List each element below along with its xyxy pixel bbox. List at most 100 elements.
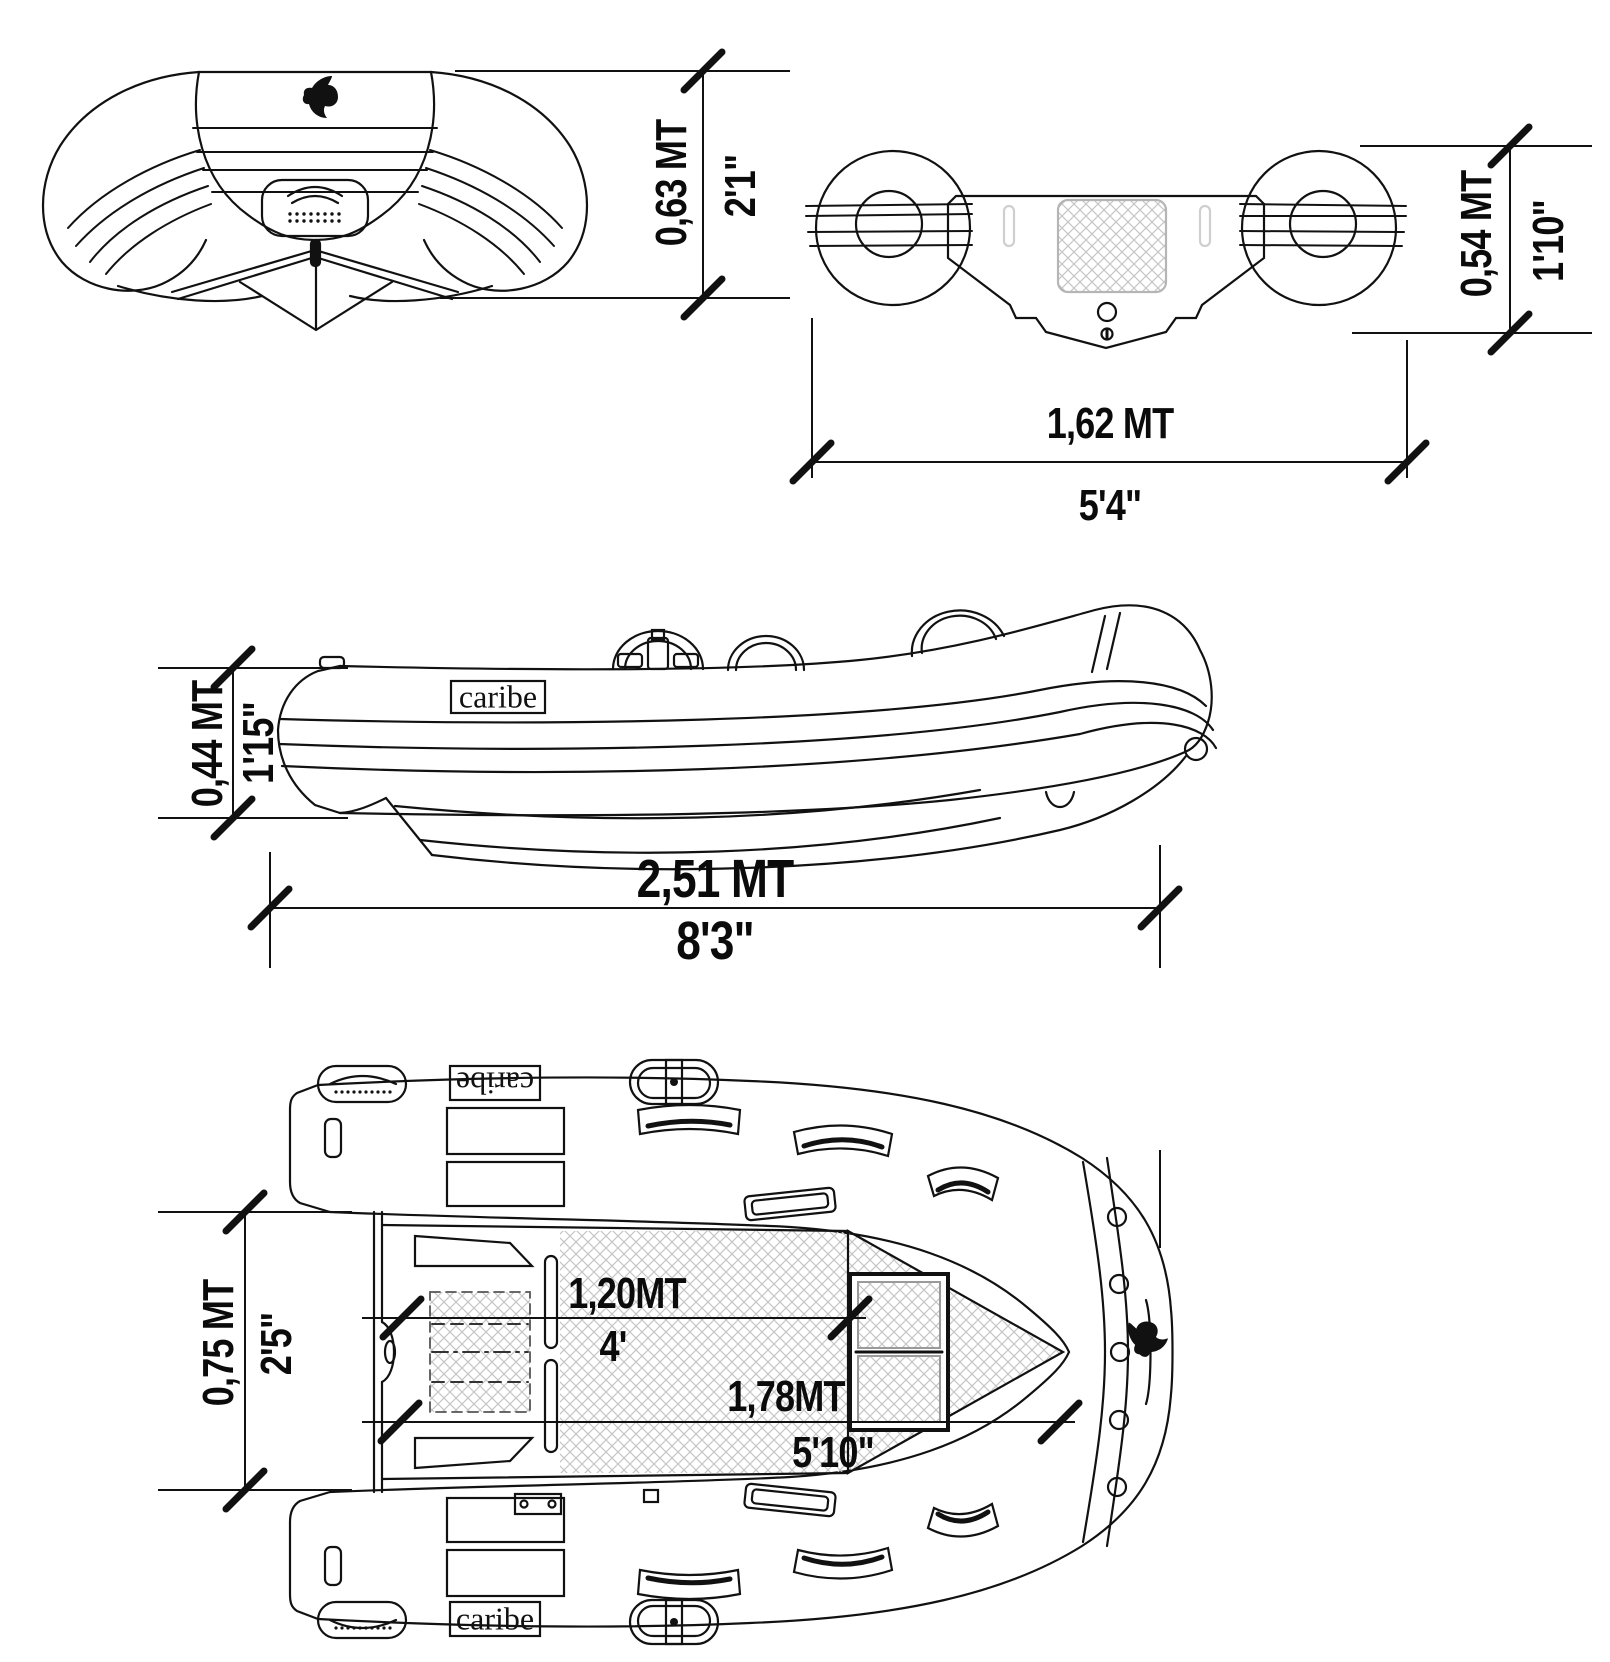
stern-end-lower xyxy=(288,1490,332,1621)
grab-handles-lower xyxy=(636,1502,1000,1601)
inner-handle-lower xyxy=(743,1482,837,1518)
brand-logo-box-lower xyxy=(448,1600,542,1638)
dim-beam-lines xyxy=(793,318,1426,481)
dim-transom-height-metric: 0,54 MT xyxy=(1452,170,1501,298)
clamp-pad xyxy=(383,1339,397,1365)
tube-patch-lower-1 xyxy=(445,1548,566,1598)
dim-inside-length-metric: 1,78MT xyxy=(727,1372,845,1421)
oarlock-upper xyxy=(628,1058,720,1106)
dim-tube-height-front-imperial: 2'1" xyxy=(716,154,765,218)
motor-clamp-cutout xyxy=(380,1320,395,1384)
spray-rail-1 xyxy=(393,788,982,820)
oarlock-lower xyxy=(628,1598,720,1646)
stern-handle-upper xyxy=(316,1064,408,1104)
brand-logo-box xyxy=(449,679,547,715)
towing-eye xyxy=(1183,736,1209,762)
stern-slot-upper xyxy=(323,1117,343,1159)
right-strake-stripes xyxy=(1239,203,1407,247)
dim-transom-height-lines xyxy=(1352,127,1592,352)
screw-plate xyxy=(513,1492,563,1516)
right-tube xyxy=(422,70,589,292)
dim-tube-height-front-metric: 0,63 MT xyxy=(647,119,696,247)
left-tube-end xyxy=(814,149,972,307)
tube-bottom-edge xyxy=(338,750,1187,817)
dim-inside-beam-metric: 0,75 MT xyxy=(194,1279,243,1407)
dim-inside-beam-lines xyxy=(158,1193,352,1509)
right-tube-stripes xyxy=(418,149,563,275)
grab-handles-upper xyxy=(636,1103,1000,1202)
tube-patch-upper-1 xyxy=(445,1106,566,1156)
dim-transom-height-imperial: 1'10" xyxy=(1524,200,1573,282)
dim-floor-length-imperial: 4' xyxy=(599,1322,627,1371)
bow-cap-inner-arc xyxy=(1144,1298,1152,1406)
dim-overall-length-lines xyxy=(251,845,1179,1248)
left-tube-end-inner xyxy=(854,189,924,259)
right-tube-end-inner xyxy=(1288,189,1358,259)
dim-tube-height-side-imperial: 1'15" xyxy=(234,702,283,784)
dim-beam-imperial: 5'4" xyxy=(1078,481,1142,530)
left-tube-stripes xyxy=(67,149,212,275)
bow-locker-frame xyxy=(848,1272,950,1432)
deck-floor xyxy=(560,1231,848,1473)
inner-handle-upper xyxy=(743,1186,837,1222)
bow-plate-dots xyxy=(288,212,341,223)
bow-handle-plate xyxy=(260,178,370,238)
rub-strake-1 xyxy=(278,680,1208,724)
dim-overall-length-imperial: 8'3" xyxy=(676,911,754,971)
right-tube-end xyxy=(1240,149,1398,307)
dim-tube-height-side-metric: 0,44 MT xyxy=(183,680,232,808)
transom-plate xyxy=(429,1291,531,1413)
tube-dome xyxy=(726,634,806,672)
spray-flap-upper xyxy=(413,1234,535,1268)
bow-strap-lines xyxy=(1090,611,1122,674)
dim-inside-length-imperial: 5'10" xyxy=(792,1428,875,1477)
transom-slot-right xyxy=(1198,204,1212,248)
brand-logo-side: caribe xyxy=(458,678,538,715)
keel-v xyxy=(238,260,394,332)
dolphin-logo-icon xyxy=(302,76,338,118)
stern-handle-lower xyxy=(316,1600,408,1640)
drain-plug xyxy=(1096,301,1118,323)
stern-slot-lower xyxy=(323,1545,343,1587)
tube-patch-upper-2 xyxy=(445,1160,566,1208)
transom-edge xyxy=(338,796,434,857)
hull-bottom xyxy=(430,754,1188,871)
left-tube xyxy=(41,70,208,292)
stern-end-upper xyxy=(288,1083,332,1214)
oarlock xyxy=(611,628,705,671)
floor-slat-lower xyxy=(543,1358,559,1454)
dim-tube-height-front-lines xyxy=(440,52,790,317)
rub-strake-2 xyxy=(277,701,1215,750)
dim-inside-beam-imperial: 2'5" xyxy=(252,1312,301,1376)
transom-top xyxy=(946,194,1266,206)
front-view-drawing xyxy=(41,70,589,332)
bow-strap xyxy=(1081,1156,1131,1548)
dim-floor-length-metric: 1,20MT xyxy=(568,1269,686,1318)
spray-flap-lower xyxy=(413,1436,535,1470)
spray-rail-2 xyxy=(418,816,1002,854)
plan-view-drawing xyxy=(288,1058,1174,1646)
bow-grab-handle xyxy=(1044,790,1076,809)
bow-cone-stripes xyxy=(192,127,438,193)
dim-tube-height-side-lines xyxy=(158,649,348,837)
brand-logo-box-upper xyxy=(448,1064,542,1102)
transom-grate-panel xyxy=(1056,198,1168,294)
dim-inside-length-lines xyxy=(362,1403,1079,1441)
tube-outer-edge xyxy=(316,1076,1174,1628)
dim-floor-length-lines xyxy=(362,1299,869,1337)
floor-slat-upper xyxy=(543,1254,559,1350)
floor-edges xyxy=(380,1223,850,1481)
brand-logo-plan-lower: caribe xyxy=(455,1600,535,1637)
transom-outline xyxy=(946,202,1266,350)
brand-logo-plan-upper: caribe xyxy=(455,1065,535,1102)
bow-handle-grip xyxy=(286,185,344,205)
stern-cap xyxy=(276,664,342,815)
chine-lines xyxy=(170,248,460,301)
transom-edge-lines xyxy=(372,1210,384,1494)
left-strake-stripes xyxy=(805,203,973,247)
rear-view-drawing xyxy=(805,149,1407,350)
transom-slot-left xyxy=(1002,204,1016,248)
inner-tab xyxy=(642,1488,660,1504)
